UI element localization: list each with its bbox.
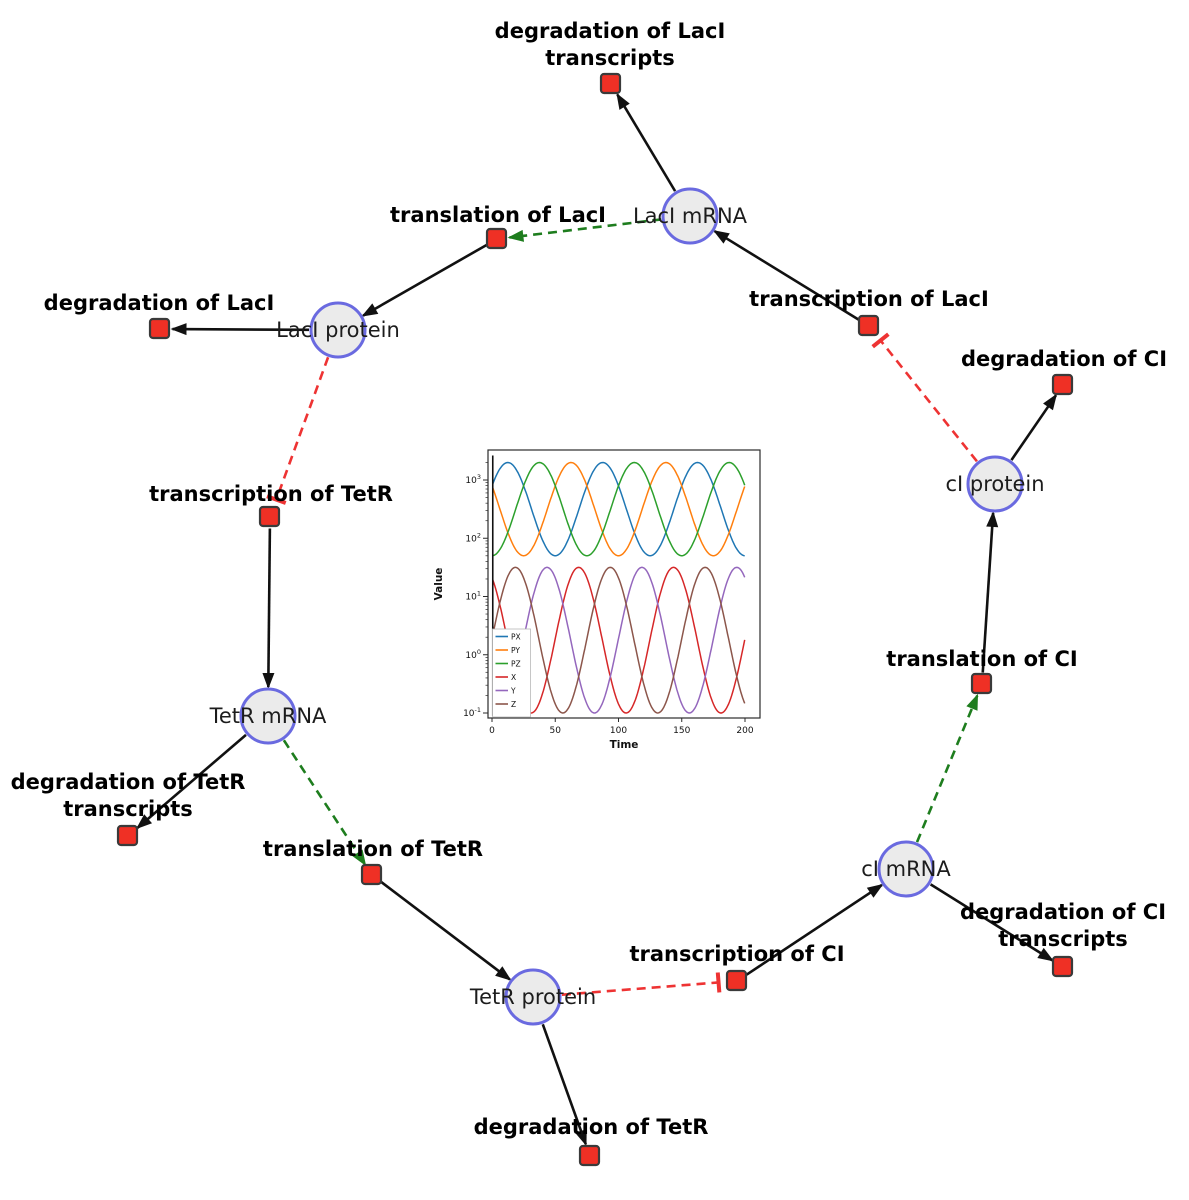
edge-transl-ci-ci-protein bbox=[981, 510, 999, 673]
edge-ci-mrna-deg-ci-tx bbox=[929, 883, 1055, 962]
reaction-label-transl-ci: translation of CI bbox=[886, 647, 1077, 671]
species-node-ci-mrna: cI mRNA bbox=[861, 840, 951, 898]
reaction-label-transcr-ci: transcription of CI bbox=[629, 942, 844, 966]
x-tick-label: 100 bbox=[610, 726, 627, 736]
y-tick-label: 10-1 bbox=[463, 706, 481, 719]
edge-transl-laci-laci-protein bbox=[361, 243, 488, 317]
species-label-ci-mrna: cI mRNA bbox=[861, 857, 951, 881]
edge-laci-mrna-transl-laci bbox=[507, 218, 662, 242]
axes-frame bbox=[487, 449, 761, 719]
edge-tetr-protein-deg-tetr bbox=[541, 1023, 588, 1147]
chart-legend: PX PY PZ XYZ bbox=[492, 628, 531, 718]
reaction-node-transcr-ci: transcription of CI bbox=[629, 942, 845, 992]
species-label-laci-mrna: LacI mRNA bbox=[633, 204, 748, 228]
reaction-label-transl-laci: translation of LacI bbox=[390, 203, 606, 227]
legend-entry-px: PX bbox=[511, 632, 521, 641]
reaction-node-transl-ci: translation of CI bbox=[886, 647, 1078, 695]
legend-entry-y: Y bbox=[510, 686, 516, 695]
reaction-label-transcr-laci: transcription of LacI bbox=[749, 287, 989, 311]
edge-laci-protein-deg-laci bbox=[170, 323, 310, 336]
x-tick-label: 150 bbox=[673, 726, 690, 736]
legend-entry-pz: PZ bbox=[511, 659, 521, 668]
reaction-label-transl-tetr: translation of TetR bbox=[263, 837, 483, 861]
reaction-label-deg-laci: degradation of LacI bbox=[44, 291, 275, 315]
reaction-node-deg-ci: degradation of CI bbox=[961, 347, 1167, 396]
species-label-tetr-mrna: TetR mRNA bbox=[209, 704, 327, 728]
reaction-label-transcr-tetr: transcription of TetR bbox=[149, 482, 393, 506]
y-axis-title: Value bbox=[433, 568, 445, 601]
edge-laci-protein-transcr-tetr bbox=[266, 356, 330, 505]
reaction-label-deg-tetr: degradation of TetR bbox=[474, 1115, 709, 1139]
species-node-tetr-protein: TetR protein bbox=[469, 968, 596, 1026]
y-tick-label: 100 bbox=[465, 648, 481, 661]
species-label-tetr-protein: TetR protein bbox=[469, 985, 596, 1009]
series-line-y bbox=[492, 566, 746, 714]
x-tick-label: 50 bbox=[550, 726, 562, 736]
reaction-node-transcr-tetr: transcription of TetR bbox=[149, 482, 393, 528]
edge-transcr-ci-ci-mrna bbox=[745, 883, 884, 976]
series-line-px bbox=[492, 461, 745, 557]
species-node-ci-protein: cI protein bbox=[945, 455, 1045, 513]
edge-ci-mrna-transl-ci bbox=[915, 693, 979, 843]
edge-transcr-tetr-tetr-mrna bbox=[262, 528, 275, 690]
edge-transl-tetr-tetr-protein bbox=[380, 880, 512, 981]
edge-tetr-protein-transcr-ci bbox=[561, 972, 722, 997]
species-node-tetr-mrna: TetR mRNA bbox=[209, 687, 327, 745]
edge-tetr-mrna-transl-tetr bbox=[282, 739, 367, 867]
series-line-pz bbox=[492, 461, 746, 557]
x-axis-title: Time bbox=[610, 739, 639, 751]
y-tick-label: 102 bbox=[465, 531, 481, 544]
reaction-label-deg-ci: degradation of CI bbox=[961, 347, 1167, 371]
legend-entry-x: X bbox=[511, 673, 516, 682]
legend-entry-z: Z bbox=[511, 700, 516, 709]
reaction-node-deg-tetr: degradation of TetR bbox=[474, 1115, 709, 1167]
reaction-node-transl-laci: translation of LacI bbox=[390, 203, 606, 250]
species-label-laci-protein: LacI protein bbox=[276, 318, 400, 342]
reaction-node-transcr-laci: transcription of LacI bbox=[749, 287, 989, 337]
species-node-laci-mrna: LacI mRNA bbox=[633, 187, 748, 245]
species-label-ci-protein: cI protein bbox=[945, 472, 1044, 496]
species-node-laci-protein: LacI protein bbox=[276, 301, 400, 359]
series-line-py bbox=[492, 461, 746, 557]
y-tick-label: 101 bbox=[465, 590, 481, 603]
legend-entry-py: PY bbox=[511, 646, 520, 655]
edge-transcr-laci-laci-mrna bbox=[713, 230, 860, 322]
series-line-x bbox=[492, 566, 746, 714]
x-tick-label: 0 bbox=[489, 726, 495, 736]
series-line-z bbox=[492, 566, 746, 714]
edge-tetr-mrna-deg-tetr-tx bbox=[135, 733, 247, 830]
x-tick-label: 200 bbox=[736, 726, 753, 736]
y-tick-label: 103 bbox=[465, 473, 481, 486]
reaction-node-transl-tetr: translation of TetR bbox=[263, 837, 483, 886]
edge-layer bbox=[135, 93, 1058, 1147]
edge-ci-protein-deg-ci bbox=[1010, 393, 1058, 461]
edge-laci-mrna-deg-laci-tx bbox=[616, 93, 677, 192]
edge-ci-protein-transcr-laci bbox=[871, 332, 978, 463]
reaction-node-deg-laci: degradation of LacI bbox=[44, 291, 275, 340]
